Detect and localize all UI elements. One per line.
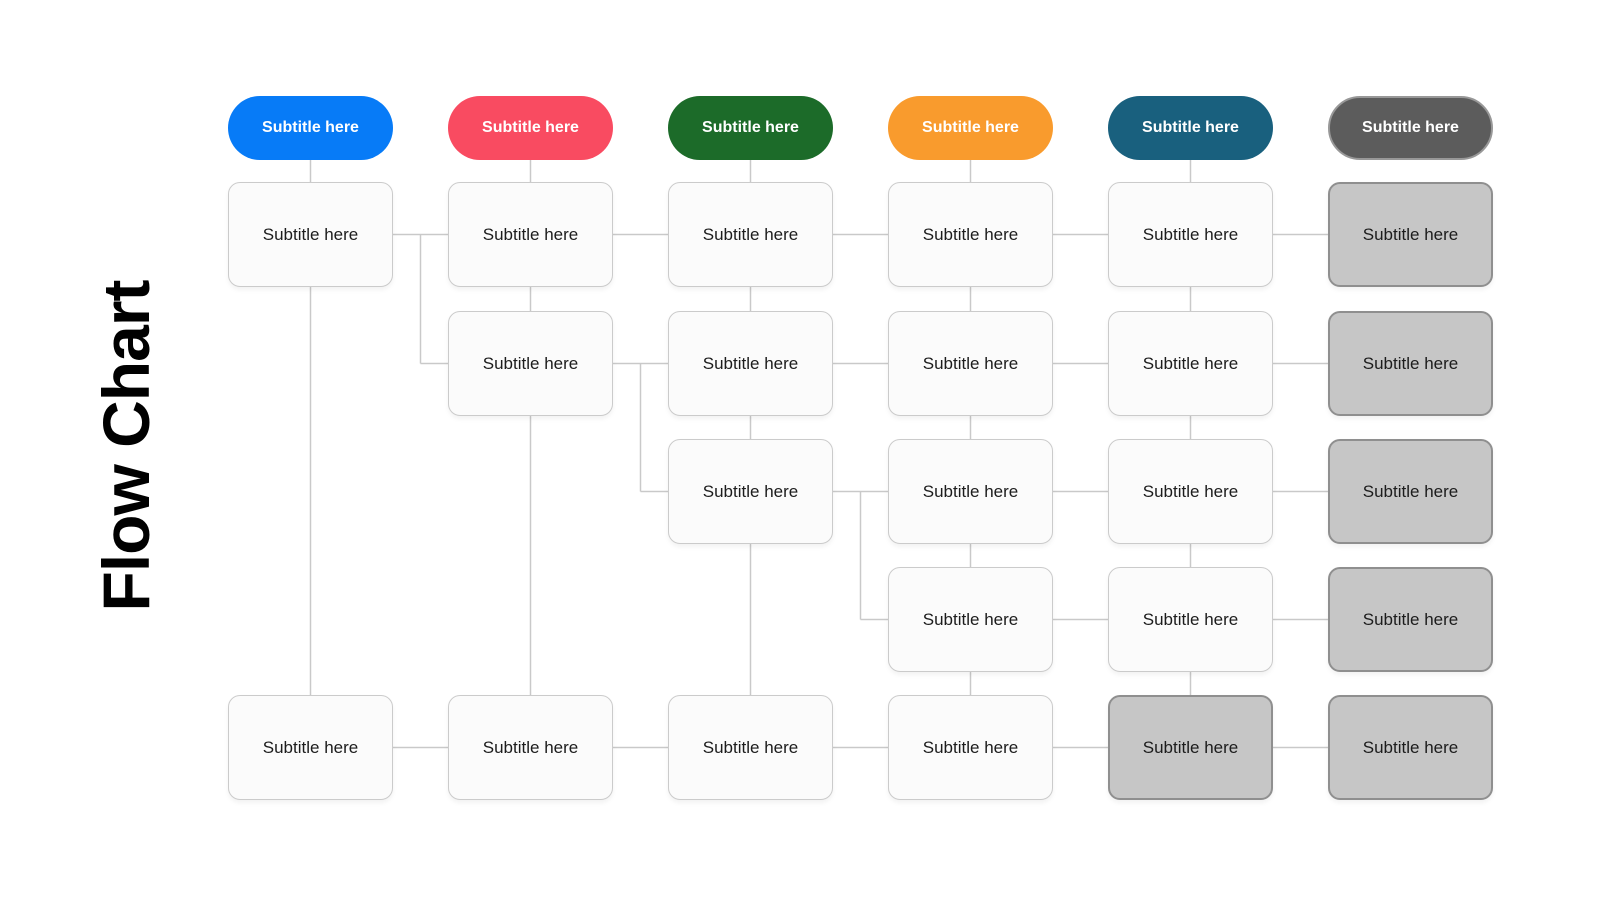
pill-header-col5: Subtitle here [1108,96,1273,160]
node-label: Subtitle here [482,224,579,244]
pill-label: Subtitle here [922,119,1019,136]
node-col1-row5: Subtitle here [228,695,393,800]
node-col4-row5: Subtitle here [888,695,1053,800]
node-label: Subtitle here [922,737,1019,757]
pill-label: Subtitle here [1362,119,1459,136]
node-col4-row2: Subtitle here [888,311,1053,416]
node-col4-row3: Subtitle here [888,439,1053,544]
node-label: Subtitle here [482,737,579,757]
pill-header-col1: Subtitle here [228,96,393,160]
pill-header-col3: Subtitle here [668,96,833,160]
pill-header-col2: Subtitle here [448,96,613,160]
node-col3-row1: Subtitle here [668,182,833,287]
pill-header-col6: Subtitle here [1328,96,1493,160]
node-label: Subtitle here [1142,737,1239,757]
node-label: Subtitle here [922,481,1019,501]
node-label: Subtitle here [262,224,359,244]
node-col6-row1: Subtitle here [1328,182,1493,287]
node-col4-row1: Subtitle here [888,182,1053,287]
node-col5-row4: Subtitle here [1108,567,1273,672]
node-col2-row1: Subtitle here [448,182,613,287]
node-label: Subtitle here [1362,737,1459,757]
node-label: Subtitle here [262,737,359,757]
node-label: Subtitle here [1362,353,1459,373]
pill-header-col4: Subtitle here [888,96,1053,160]
node-col6-row3: Subtitle here [1328,439,1493,544]
node-label: Subtitle here [702,224,799,244]
node-label: Subtitle here [1142,353,1239,373]
node-col4-row4: Subtitle here [888,567,1053,672]
node-label: Subtitle here [1142,609,1239,629]
node-col3-row5: Subtitle here [668,695,833,800]
pill-label: Subtitle here [482,119,579,136]
node-col5-row3: Subtitle here [1108,439,1273,544]
node-label: Subtitle here [1362,481,1459,501]
node-col5-row5: Subtitle here [1108,695,1273,800]
node-col6-row4: Subtitle here [1328,567,1493,672]
node-col5-row2: Subtitle here [1108,311,1273,416]
node-label: Subtitle here [1362,609,1459,629]
node-col6-row5: Subtitle here [1328,695,1493,800]
node-col3-row2: Subtitle here [668,311,833,416]
node-label: Subtitle here [922,609,1019,629]
node-label: Subtitle here [922,224,1019,244]
node-label: Subtitle here [482,353,579,373]
node-label: Subtitle here [1362,224,1459,244]
node-label: Subtitle here [702,481,799,501]
pill-label: Subtitle here [262,119,359,136]
node-col2-row2: Subtitle here [448,311,613,416]
node-col6-row2: Subtitle here [1328,311,1493,416]
node-label: Subtitle here [702,353,799,373]
node-label: Subtitle here [1142,224,1239,244]
node-label: Subtitle here [922,353,1019,373]
node-col2-row5: Subtitle here [448,695,613,800]
node-label: Subtitle here [1142,481,1239,501]
node-col3-row3: Subtitle here [668,439,833,544]
node-col1-row1: Subtitle here [228,182,393,287]
node-col5-row1: Subtitle here [1108,182,1273,287]
pill-label: Subtitle here [1142,119,1239,136]
node-label: Subtitle here [702,737,799,757]
pill-label: Subtitle here [702,119,799,136]
